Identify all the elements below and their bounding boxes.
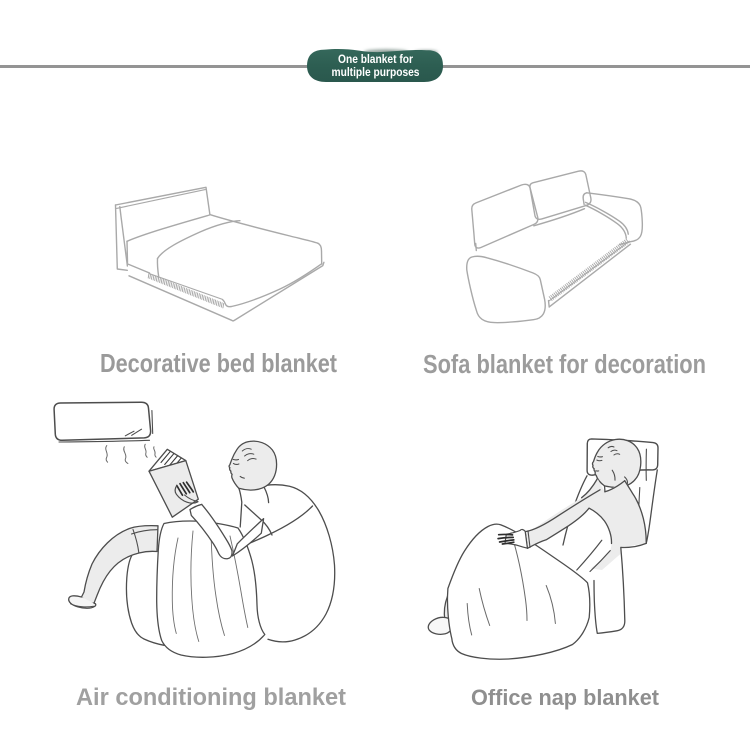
svg-text:Air conditioning blanket: Air conditioning blanket: [76, 684, 346, 711]
svg-text:Decorative bed blanket: Decorative bed blanket: [100, 348, 337, 378]
svg-text:One blanket for: One blanket for: [338, 52, 413, 66]
svg-text:multiple purposes: multiple purposes: [332, 65, 420, 79]
svg-text:Office nap blanket: Office nap blanket: [471, 685, 659, 710]
svg-text:Sofa blanket for decoration: Sofa blanket for decoration: [423, 351, 706, 379]
